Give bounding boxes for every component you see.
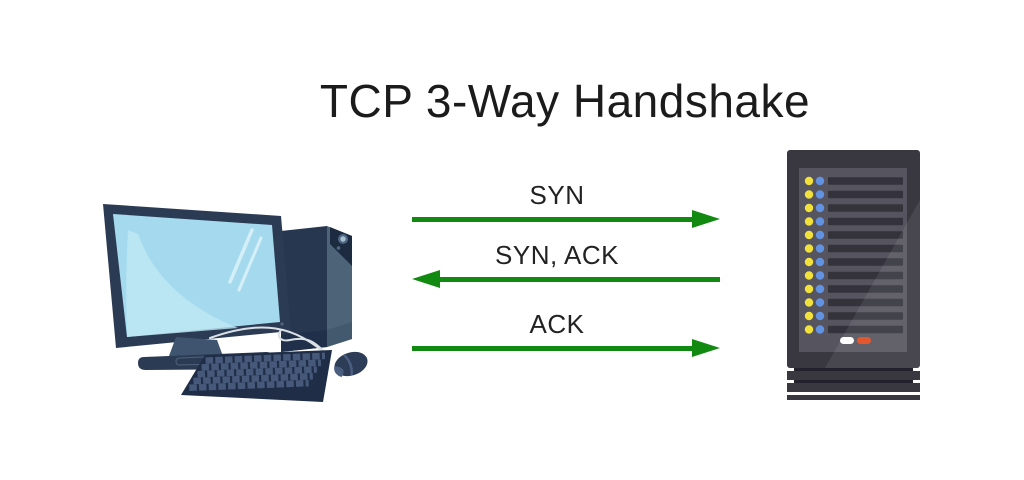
- syn-label: SYN: [529, 180, 585, 210]
- server-base-racks: [787, 368, 920, 400]
- mouse: [334, 351, 368, 378]
- arrow-head-icon: [692, 210, 720, 228]
- arrow-line: [412, 346, 696, 351]
- server-orange-button: [857, 337, 871, 344]
- server-gloss: [825, 200, 920, 368]
- arrow-line: [436, 277, 720, 282]
- arrow-head-icon: [692, 339, 720, 357]
- keyboard: [181, 350, 332, 402]
- handshake-message-syn: SYN: [412, 180, 720, 229]
- arrow-line: [412, 217, 696, 222]
- handshake-message-syn-ack: SYN, ACK: [412, 240, 720, 289]
- syn-ack-arrow-left: [412, 270, 720, 289]
- syn-ack-label: SYN, ACK: [495, 240, 619, 270]
- pc-tower: [281, 226, 352, 352]
- client-computer-illustration: [103, 204, 368, 402]
- server-body: [787, 150, 920, 368]
- cables: [209, 326, 331, 359]
- diagram-title: TCP 3-Way Handshake: [319, 75, 811, 127]
- ack-arrow-right: [412, 339, 720, 358]
- server-illustration: [787, 150, 920, 400]
- server-white-button: [840, 337, 854, 344]
- ack-label: ACK: [529, 309, 585, 339]
- monitor: [103, 204, 291, 348]
- syn-arrow-right: [412, 210, 720, 229]
- handshake-message-ack: ACK: [412, 309, 720, 358]
- arrow-head-icon: [412, 270, 440, 288]
